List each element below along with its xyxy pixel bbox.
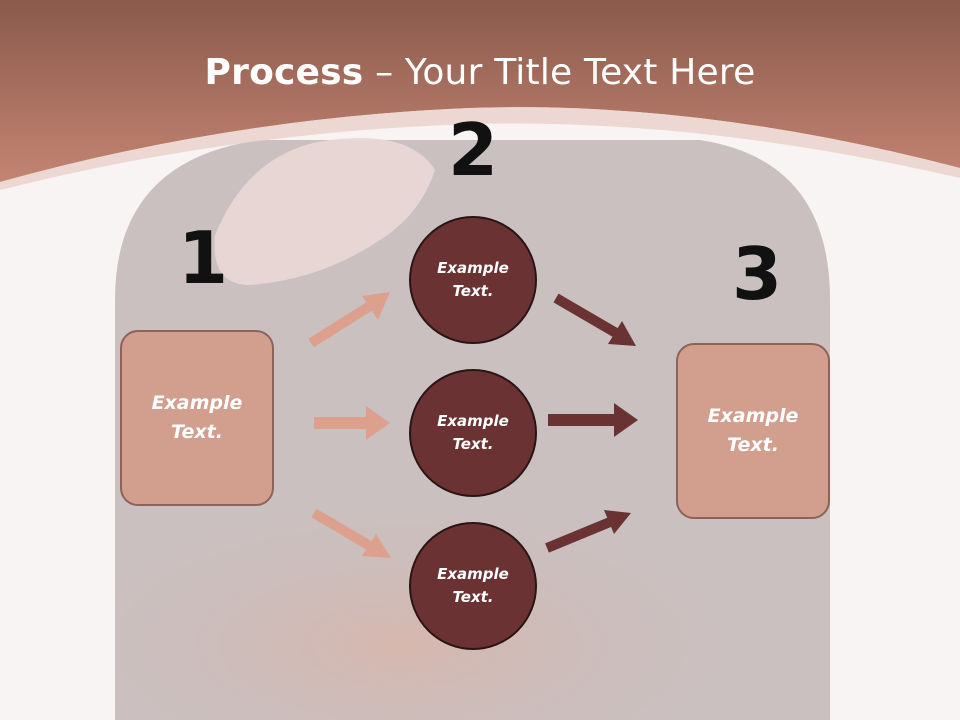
step-number-2: 2 bbox=[448, 108, 499, 192]
header-curve-light bbox=[0, 107, 960, 190]
step-2-circle-bottom: Example Text. bbox=[409, 522, 537, 650]
arrow-middle-to-3 bbox=[548, 403, 638, 437]
title-bold: Process bbox=[204, 52, 364, 93]
slide-title: Process – Your Title Text Here bbox=[0, 52, 960, 93]
circle-middle-label: Example Text. bbox=[437, 412, 509, 453]
step-2-circle-middle: Example Text. bbox=[409, 369, 537, 497]
step-1-box: Example Text. bbox=[120, 330, 274, 506]
circle-top-label: Example Text. bbox=[437, 259, 509, 300]
highlight-blob bbox=[214, 138, 435, 285]
step-3-label: Example Text. bbox=[707, 405, 799, 456]
step-number-1: 1 bbox=[178, 216, 229, 300]
arrow-1-to-middle bbox=[314, 406, 390, 440]
arrow-top-to-3 bbox=[553, 293, 636, 346]
step-2-circle-top: Example Text. bbox=[409, 216, 537, 344]
step-1-label: Example Text. bbox=[151, 392, 243, 443]
arrow-1-to-bottom bbox=[311, 508, 391, 558]
circle-bottom-label: Example Text. bbox=[437, 565, 509, 606]
title-rest: – Your Title Text Here bbox=[363, 52, 756, 93]
header-band bbox=[0, 0, 960, 182]
step-3-box: Example Text. bbox=[676, 343, 830, 519]
arrow-bottom-to-3 bbox=[545, 510, 631, 553]
step-number-3: 3 bbox=[732, 232, 783, 316]
arrow-1-to-top bbox=[308, 292, 390, 348]
